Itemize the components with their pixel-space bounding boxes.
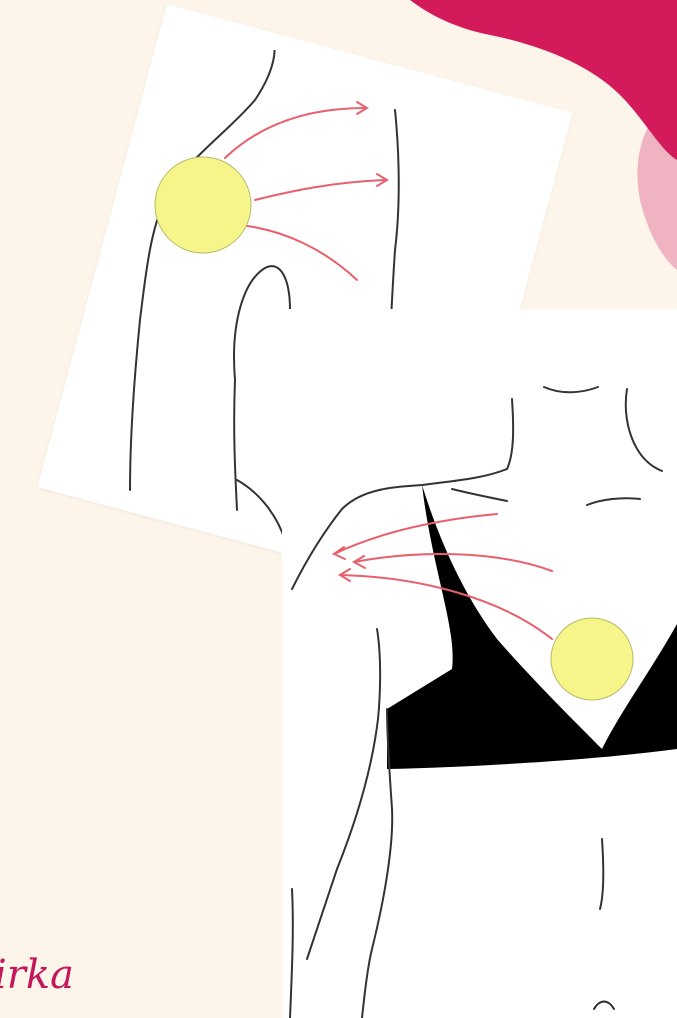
torso-left-outline	[290, 889, 293, 1018]
chin-outline	[544, 387, 598, 392]
neck-right-outline	[626, 389, 662, 471]
arm-arrow-bottom	[240, 225, 357, 280]
sternum-line	[600, 839, 603, 909]
inner-arm-outline-lower	[234, 380, 237, 510]
arm-arrow-top	[225, 108, 365, 158]
shoulder-outline	[292, 469, 507, 589]
chest-lymph-node-circle	[551, 618, 633, 700]
elbow-outline	[237, 480, 285, 540]
neck-left-outline	[507, 399, 513, 469]
arm-lymph-node-circle	[155, 157, 251, 253]
upper-arm-outer	[307, 629, 380, 959]
signature-text: irka	[0, 952, 74, 998]
collarbone-left	[452, 489, 507, 501]
arm-outline-left	[130, 50, 275, 490]
collarbone-right	[587, 498, 640, 505]
chest-arrow-top	[334, 514, 497, 554]
navel-outline	[594, 1002, 614, 1010]
upper-arm-inner	[362, 709, 392, 1018]
arm-arrow-middle	[255, 180, 385, 200]
bra-shape	[387, 485, 677, 769]
chest-lymph-drainage-illustration	[282, 309, 677, 1018]
torso-outline-right	[391, 110, 399, 320]
chest-illustration-card	[282, 309, 677, 1018]
